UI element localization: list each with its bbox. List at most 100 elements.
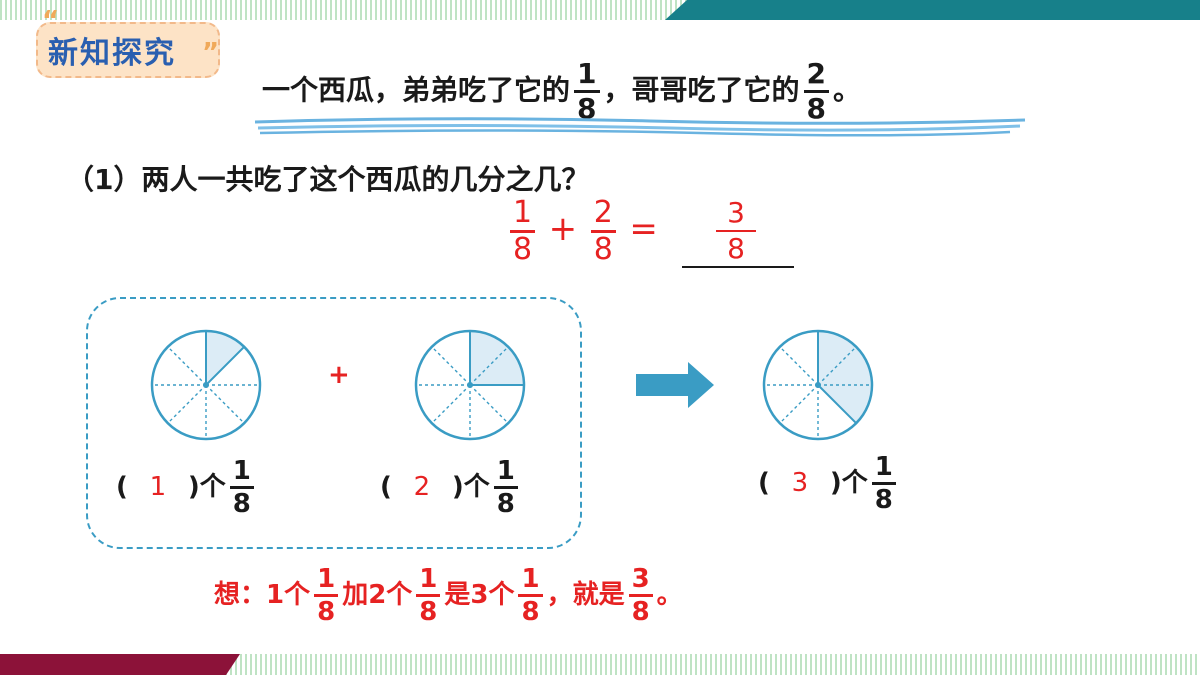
circle-two-eighths (414, 329, 526, 441)
fraction-denominator: 8 (496, 489, 515, 519)
addends-group-box (86, 297, 582, 549)
circle-outline (150, 329, 262, 441)
count-value: 2 (413, 472, 431, 502)
fraction-denominator: 8 (521, 597, 540, 627)
slice-divider (167, 384, 207, 424)
problem-text-b: ，哥哥吃了它的 (603, 73, 800, 107)
shaded-slice (470, 346, 524, 385)
fraction-numerator: 1 (314, 566, 339, 597)
plus-sign: + (548, 209, 578, 249)
fraction-denominator: 8 (577, 92, 597, 125)
fraction-denominator: 8 (593, 232, 613, 267)
count-value: 1 (149, 472, 167, 502)
circle-outline (414, 329, 526, 441)
slice-divider (205, 384, 245, 424)
fraction-numerator: 2 (590, 198, 616, 233)
title-badge (36, 22, 220, 78)
top-decor-stripes (0, 0, 700, 20)
shaded-slice (206, 331, 245, 385)
circle-three-eighths (762, 329, 874, 441)
paren-close: )个 (187, 472, 226, 502)
paren-open: ( (380, 472, 392, 502)
bottom-decor-stripes (0, 654, 1200, 675)
fraction-numerator: 1 (493, 458, 518, 489)
circle-one-eighth (150, 329, 262, 441)
slice-divider (167, 346, 207, 386)
circle-plus-sign: + (328, 360, 350, 390)
think-text-5: 。 (656, 580, 683, 610)
paren-close: )个 (829, 468, 868, 498)
answer-numerator: 3 (716, 196, 756, 232)
think-text-4: ，就是 (546, 580, 625, 610)
quote-mark-right-icon: ” (202, 38, 220, 68)
quote-mark-left-icon: “ (42, 6, 60, 36)
think-text-1: 想：1个 (214, 580, 311, 610)
problem-text-a: 一个西瓜，弟弟吃了它的 (262, 73, 571, 107)
circle-outline (762, 329, 874, 441)
circle-center (815, 382, 821, 388)
shaded-slice (818, 331, 857, 385)
paren-open: ( (116, 472, 128, 502)
section-title-text: 新知探究 (48, 36, 176, 71)
fraction-numerator: 1 (510, 198, 536, 233)
fraction-numerator: 1 (229, 458, 254, 489)
slice-divider (817, 384, 857, 424)
slice-divider (431, 384, 471, 424)
shaded-slice (818, 346, 872, 385)
problem-text-c: 。 (833, 73, 862, 107)
slice-divider (779, 384, 819, 424)
fraction-denominator: 8 (806, 92, 826, 125)
equation-answer: 3 8 (716, 196, 756, 265)
scribble-underline (254, 117, 1026, 137)
fraction-denominator: 8 (631, 597, 650, 627)
fraction-denominator: 8 (874, 485, 893, 515)
paren-open: ( (758, 468, 770, 498)
circle-center (203, 382, 209, 388)
fraction-denominator: 8 (317, 597, 336, 627)
circle-center (467, 382, 473, 388)
think-text-3: 是3个 (444, 580, 515, 610)
question-text: （1）两人一共吃了这个西瓜的几分之几？ (66, 163, 590, 196)
answer-denominator: 8 (727, 231, 745, 265)
slice-divider (431, 346, 471, 386)
think-text-2: 加2个 (342, 580, 413, 610)
bottom-decor-band (0, 654, 240, 675)
top-decor-band (665, 0, 1200, 20)
shaded-slice (470, 331, 509, 385)
section-title: 新知探究 (48, 28, 176, 72)
fraction-numerator: 1 (574, 60, 600, 93)
slice-divider (205, 346, 245, 386)
slice-divider (779, 346, 819, 386)
fraction-denominator: 8 (232, 489, 251, 519)
arrow-right-icon (636, 362, 714, 408)
slice-divider (469, 384, 509, 424)
fraction-numerator: 2 (803, 60, 829, 93)
fraction-numerator: 1 (416, 566, 441, 597)
equals-sign: = (629, 209, 658, 249)
fraction-denominator: 8 (419, 597, 438, 627)
shaded-slice (818, 385, 872, 424)
fraction-numerator: 1 (871, 454, 896, 485)
fraction-numerator: 3 (628, 566, 653, 597)
fraction-denominator: 8 (513, 232, 533, 267)
paren-close: )个 (451, 472, 490, 502)
answer-blank-line (682, 266, 794, 268)
fraction-numerator: 1 (518, 566, 543, 597)
